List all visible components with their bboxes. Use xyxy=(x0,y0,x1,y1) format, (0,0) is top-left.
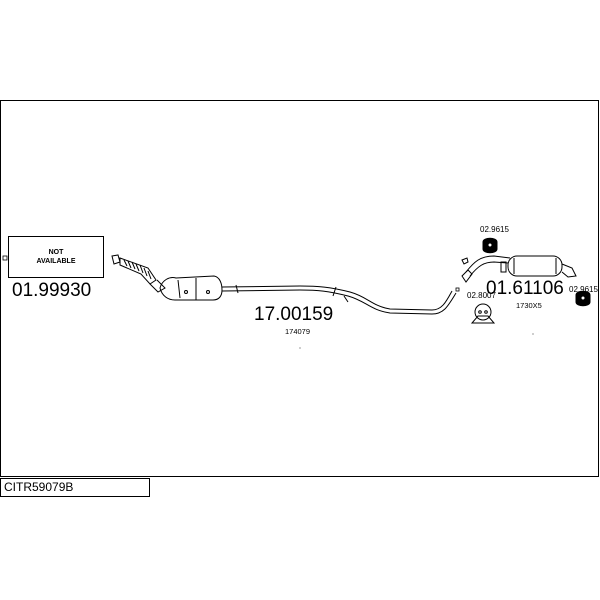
catalytic-converter xyxy=(159,275,223,301)
not-available-line-1: NOT xyxy=(48,249,64,256)
rear-silencer-number: 01.61106 xyxy=(486,278,564,299)
rubber-mount-rear-number: 02.9615 xyxy=(569,285,598,294)
rubber-mount-front-icon xyxy=(482,237,498,254)
clamp-number: 02.8007 xyxy=(467,291,496,300)
flex-pipe xyxy=(111,254,166,293)
rear-silencer xyxy=(461,255,577,283)
drawing-dot xyxy=(299,347,301,349)
drawing-code: CITR59079B xyxy=(0,478,150,497)
clamp-icon xyxy=(470,303,496,324)
rubber-mount-front-number: 02.9615 xyxy=(480,225,509,234)
frame-marker-left xyxy=(2,255,8,261)
middle-pipe-end-marker xyxy=(455,287,460,292)
middle-pipe xyxy=(221,284,457,315)
front-pipe-number: 01.99930 xyxy=(12,280,92,301)
middle-section-number: 17.00159 xyxy=(254,304,334,325)
diagram-frame xyxy=(0,100,599,477)
drawing-dot xyxy=(532,333,534,335)
middle-section-ref: 174079 xyxy=(285,327,311,336)
not-available-box: NOT AVAILABLE xyxy=(8,236,104,278)
rubber-mount-rear-icon xyxy=(575,290,591,307)
not-available-line-2: AVAILABLE xyxy=(36,258,76,265)
rear-silencer-ref: 1730X5 xyxy=(516,301,542,310)
